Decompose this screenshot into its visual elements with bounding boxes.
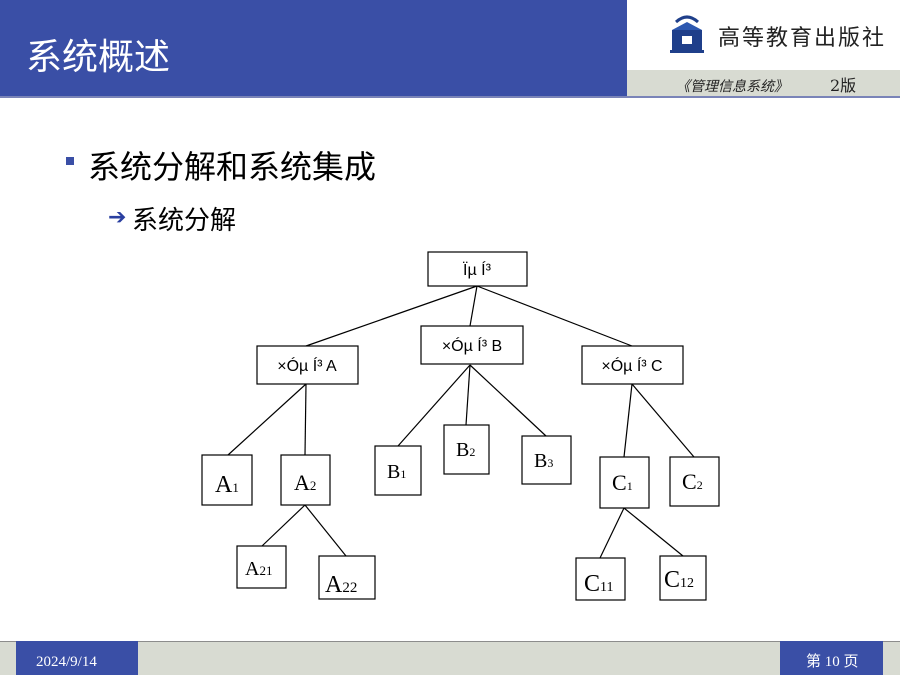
node-a22-sub: 22 [342, 580, 357, 596]
header-divider [0, 96, 900, 98]
date-box [16, 641, 138, 675]
node-a2-sub: 2 [310, 478, 317, 493]
node-root-label: Ïµ Í³ [463, 260, 492, 279]
page-box [780, 641, 883, 675]
node-a21-sub: 21 [259, 563, 272, 578]
edge-a-a2 [304, 383, 307, 456]
node-subsystem-b: ×Óµ Í³ B [420, 325, 524, 365]
edge-c-c1 [623, 383, 633, 458]
edge-b-b1 [397, 364, 471, 447]
node-subsystem-b-label: ×Óµ Í³ B [442, 336, 502, 355]
slide-title: 系统概述 [26, 37, 171, 78]
node-subsystem-c-label: ×Óµ Í³ C [601, 356, 662, 375]
node-c2-sub: 2 [697, 478, 703, 492]
node-c12-sub: 12 [680, 576, 694, 591]
node-c1: C1 [599, 456, 650, 509]
edge-root-a [305, 285, 478, 347]
footer-bar [0, 641, 900, 675]
book-title: 《管理信息系统》 [676, 79, 788, 95]
node-b2-sub: 2 [469, 445, 475, 459]
node-c11-main: C [584, 571, 600, 597]
edge-root-b [469, 285, 478, 327]
bullet-text: 系统分解和系统集成 [88, 148, 377, 186]
publisher-name: 高等教育出版社 [718, 26, 887, 51]
node-c11: C11 [575, 557, 626, 601]
edge-a-a1 [227, 383, 307, 456]
node-a1-main: A [215, 472, 233, 498]
svg-text:B3: B3 [534, 450, 553, 472]
node-b1-main: B [387, 461, 400, 483]
arrow-right-icon: ➔ [108, 205, 127, 230]
node-subsystem-a-label: ×Óµ Í³ A [277, 356, 337, 375]
svg-text:A1: A1 [215, 472, 239, 498]
footer-divider [0, 641, 900, 642]
node-b2-main: B [456, 439, 469, 461]
node-c12: C12 [659, 555, 707, 601]
node-a21: A21 [236, 545, 287, 589]
edge-b-b2 [465, 364, 471, 426]
edge-b-b3 [469, 364, 547, 437]
node-subsystem-a: ×Óµ Í³ A [256, 345, 359, 385]
publisher-logo-icon [670, 15, 704, 53]
edge-a2-a21 [261, 504, 306, 547]
node-b3-sub: 3 [547, 456, 553, 470]
node-b3: B3 [521, 435, 572, 485]
svg-text:C11: C11 [584, 571, 614, 597]
page-number: 第 10 页 [806, 654, 859, 670]
node-b1-sub: 1 [400, 467, 406, 481]
edge-a2-a22 [304, 504, 347, 557]
node-a1-sub: 1 [232, 480, 239, 495]
node-c1-main: C [612, 470, 627, 495]
header-bar [0, 0, 627, 96]
book-edition: 2版 [830, 76, 857, 95]
node-subsystem-c: ×Óµ Í³ C [581, 345, 684, 385]
svg-text:B1: B1 [387, 461, 406, 483]
node-a2-main: A [294, 470, 310, 495]
node-c11-sub: 11 [600, 580, 613, 595]
node-b2: B2 [443, 424, 490, 475]
edge-c1-c12 [623, 507, 684, 557]
svg-text:C12: C12 [664, 567, 694, 593]
svg-text:B2: B2 [456, 439, 475, 461]
svg-text:A22: A22 [325, 572, 357, 598]
node-b1: B1 [374, 445, 422, 496]
node-root: Ïµ Í³ [427, 251, 528, 287]
svg-text:A2: A2 [294, 470, 316, 495]
footer-date: 2024/9/14 [36, 654, 97, 670]
sub-bullet-text: 系统分解 [132, 206, 237, 236]
node-a21-main: A [245, 558, 260, 580]
book-strip [627, 70, 900, 96]
edge-c-c2 [631, 383, 695, 458]
node-a22-main: A [325, 572, 343, 598]
edge-c1-c11 [599, 507, 625, 559]
node-a22: A22 [318, 555, 376, 600]
svg-text:C1: C1 [612, 470, 633, 495]
node-a1: A1 [201, 454, 253, 506]
node-c2-main: C [682, 469, 697, 494]
node-c2: C2 [669, 456, 720, 507]
node-c1-sub: 1 [627, 479, 633, 493]
node-c12-main: C [664, 567, 680, 593]
node-b3-main: B [534, 450, 547, 472]
edge-root-c [476, 285, 633, 347]
node-a2: A2 [280, 454, 331, 506]
svg-text:C2: C2 [682, 469, 703, 494]
bullet-square-icon [66, 157, 74, 165]
svg-text:A21: A21 [245, 558, 272, 580]
